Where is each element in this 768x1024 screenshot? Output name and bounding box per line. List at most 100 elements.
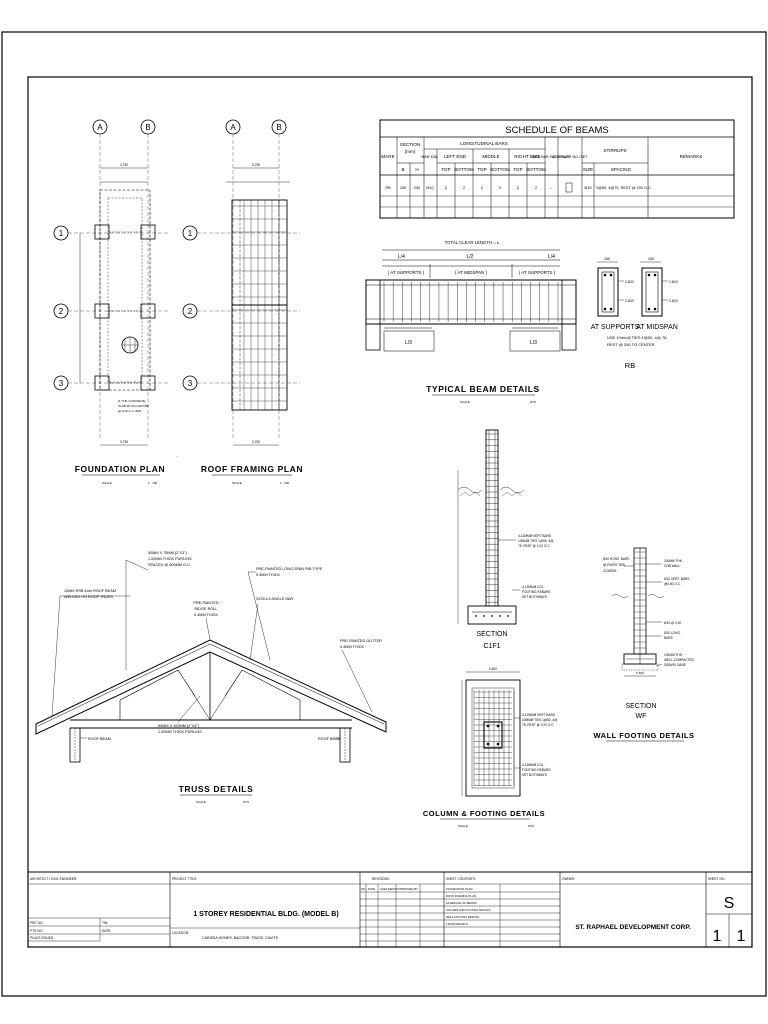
svg-text:L/4: L/4 <box>398 254 405 260</box>
svg-text:3X3X1/4 ANGLE BAR: 3X3X1/4 ANGLE BAR <box>256 597 293 601</box>
svg-text:L/4: L/4 <box>548 254 555 260</box>
svg-text:Ø10 @ 0.40: Ø10 @ 0.40 <box>664 621 681 625</box>
header-b: B <box>401 167 404 172</box>
svg-text:PRE-PAINTED: PRE-PAINTED <box>193 601 219 605</box>
svg-text:2-Ø10: 2-Ø10 <box>669 280 678 284</box>
svg-text:75, REST @ 0.20 O.C.: 75, REST @ 0.20 O.C. <box>522 723 555 727</box>
header-bottom-1: BOTTOM <box>454 167 474 172</box>
svg-text:1.00MM THICK PURLINS: 1.00MM THICK PURLINS <box>158 730 202 734</box>
svg-text:PLACE ISSUED:: PLACE ISSUED: <box>30 936 54 940</box>
roof-framing-plan: A B 1 2 3 3.750 3.750 ROOF FRAMING PLAN … <box>182 119 303 485</box>
svg-text:1: 1 <box>59 229 64 238</box>
svg-text:150: 150 <box>400 186 406 190</box>
svg-text:SCALE: SCALE <box>102 481 112 485</box>
svg-text:50MM X 75MM (2"X3"): 50MM X 75MM (2"X3") <box>148 551 188 555</box>
rb-at-midspan: AT MIDSPAN <box>636 324 678 331</box>
project-label: PROJECT TITLE: <box>172 877 197 881</box>
svg-text:2-Ø10: 2-Ø10 <box>625 280 634 284</box>
svg-text:NTS: NTS <box>530 400 536 404</box>
foundation-plan: A B 1 2 3 3.750 3.750 <box>53 119 170 485</box>
svg-text:PRE-PAINTED LONG SPAN RIB TYPE: PRE-PAINTED LONG SPAN RIB TYPE <box>256 567 323 571</box>
svg-text:Ø10 VERT. BARS: Ø10 VERT. BARS <box>664 577 689 581</box>
wall-footing-title: WALL FOOTING DETAILS <box>594 731 695 740</box>
svg-text:4-12MMØ VERT BARS: 4-12MMØ VERT BARS <box>522 713 555 717</box>
svg-text:10MMØ TIES 1@50, 4@: 10MMØ TIES 1@50, 4@ <box>518 539 553 543</box>
column-section-label: SECTION <box>476 631 507 638</box>
header-spacing: SPACING <box>611 167 632 172</box>
table-row: RB 150 200 Ø10 2 2 2 2 2 2 – Ø10 1@50, 4… <box>385 182 652 193</box>
svg-text:4-12MMØ VERT BARS: 4-12MMØ VERT BARS <box>518 534 551 538</box>
svg-text:50MM X 100MM (2"X4"): 50MM X 100MM (2"X4") <box>158 724 200 728</box>
header-remarks: REMARKS <box>680 154 703 159</box>
svg-text:DATE: DATE <box>368 887 375 891</box>
svg-text:PTR NO.:: PTR NO.: <box>30 929 44 933</box>
rb-mark: RB <box>625 361 635 370</box>
svg-text:SHEET NO.:: SHEET NO.: <box>708 877 726 881</box>
list-item: FOUNDATION PLAN <box>446 887 472 891</box>
header-bottom-3: BOTTOM <box>526 167 546 172</box>
svg-text:COURSE: COURSE <box>603 569 617 573</box>
svg-text:100MM THK.: 100MM THK. <box>664 653 683 657</box>
list-item: ROOF FRAMING PLAN <box>446 894 476 898</box>
svg-text:L/3: L/3 <box>530 340 537 346</box>
svg-text:0.600: 0.600 <box>489 667 497 671</box>
svg-text:SCALE: SCALE <box>232 481 242 485</box>
svg-text:10MMØ TIES 1@50, 4@: 10MMØ TIES 1@50, 4@ <box>522 718 557 722</box>
svg-text:PRE-PAINTED GUTTER: PRE-PAINTED GUTTER <box>340 639 382 643</box>
svg-text:CHECKED BY: CHECKED BY <box>380 887 398 891</box>
wall-footing-details: 0.600 Ø10 HORZ. BARS @ EVERY 3RD COURSE … <box>594 547 695 742</box>
svg-text:NTS: NTS <box>243 800 249 804</box>
svg-text:2: 2 <box>188 307 193 316</box>
header-section-unit: (mm) <box>405 149 416 154</box>
svg-text:SCALE: SCALE <box>460 400 470 404</box>
svg-text:4" THK CONCRETE: 4" THK CONCRETE <box>118 399 145 403</box>
svg-text:3.750: 3.750 <box>120 163 128 167</box>
wall-footing-section-label: SECTION <box>625 703 656 710</box>
beam-details-title: TYPICAL BEAM DETAILS <box>426 384 540 394</box>
sheet-letter: S <box>724 895 735 912</box>
svg-text:B: B <box>276 123 281 132</box>
svg-text:B: B <box>145 123 150 132</box>
header-top-2: TOP <box>477 167 486 172</box>
project-title: 1 STOREY RESIDENTIAL BLDG. (MODEL B) <box>193 911 338 918</box>
header-left-end: LEFT END <box>444 154 467 159</box>
svg-text:1.00MM THICK PURLINS: 1.00MM THICK PURLINS <box>148 557 192 561</box>
svg-text:WELL-COMPACTED: WELL-COMPACTED <box>664 658 695 662</box>
foundation-plan-title: FOUNDATION PLAN <box>75 464 166 474</box>
svg-text:1: 1 <box>188 229 193 238</box>
svg-text:REVISIONS: REVISIONS <box>372 877 389 881</box>
svg-text:3: 3 <box>59 379 64 388</box>
svg-text:APPROVED BY: APPROVED BY <box>398 887 418 891</box>
svg-text:@0.60 O.C.: @0.60 O.C. <box>664 582 681 586</box>
svg-text:CHB WALL: CHB WALL <box>664 564 680 568</box>
project-location: CARISSA HOMES, BACOOR, TRACE, CAVITE <box>202 936 279 940</box>
svg-text:2: 2 <box>499 186 501 190</box>
svg-text:TOTAL CLEAR LENGTH = L: TOTAL CLEAR LENGTH = L <box>445 240 500 245</box>
roof-framing-plan-title: ROOF FRAMING PLAN <box>201 464 303 474</box>
svg-text:150: 150 <box>648 257 654 261</box>
column-section-c1f1: 4-12MMØ VERT BARS 10MMØ TIES 1@50, 4@ 75… <box>457 429 553 650</box>
typical-beam-details: TOTAL CLEAR LENGTH = L L/4 L/2 L/4 ( AT … <box>365 240 577 404</box>
svg-text:1 : 100: 1 : 100 <box>148 481 158 485</box>
svg-text:GRAVEL BASE: GRAVEL BASE <box>664 663 686 667</box>
svg-text:DATE:: DATE: <box>102 929 111 933</box>
svg-text:3.750: 3.750 <box>120 440 128 444</box>
svg-text:3.750: 3.750 <box>252 163 260 167</box>
svg-text:NTS: NTS <box>528 824 534 828</box>
svg-text:200: 200 <box>414 186 420 190</box>
svg-text:USE 10mmØ TIES 1@50, 4@ 75,: USE 10mmØ TIES 1@50, 4@ 75, <box>607 335 668 340</box>
header-middle: MIDDLE <box>482 154 499 159</box>
header-mark: MARK <box>381 154 395 159</box>
svg-text:@ 0.30 O.C. B/W: @ 0.30 O.C. B/W <box>118 409 141 413</box>
sheet-number: 1 <box>713 928 722 945</box>
architect-label: ARCHITECT / CIVIL ENGINEER: <box>30 877 77 881</box>
svg-text:( AT SUPPORTS ): ( AT SUPPORTS ) <box>519 270 556 275</box>
column-section-mark: C1F1 <box>483 643 500 650</box>
svg-text:FOOTING REBARS: FOOTING REBARS <box>522 590 551 594</box>
header-bar-dia: BAR DIA. <box>421 154 438 159</box>
svg-text:Ø10: Ø10 <box>426 186 433 190</box>
sheet-total: 1 <box>737 928 746 945</box>
svg-text:Ø10 LONG.: Ø10 LONG. <box>664 631 681 635</box>
svg-text:SET BOTHWAYS: SET BOTHWAYS <box>522 595 547 599</box>
header-bottom-2: BOTTOM <box>490 167 510 172</box>
